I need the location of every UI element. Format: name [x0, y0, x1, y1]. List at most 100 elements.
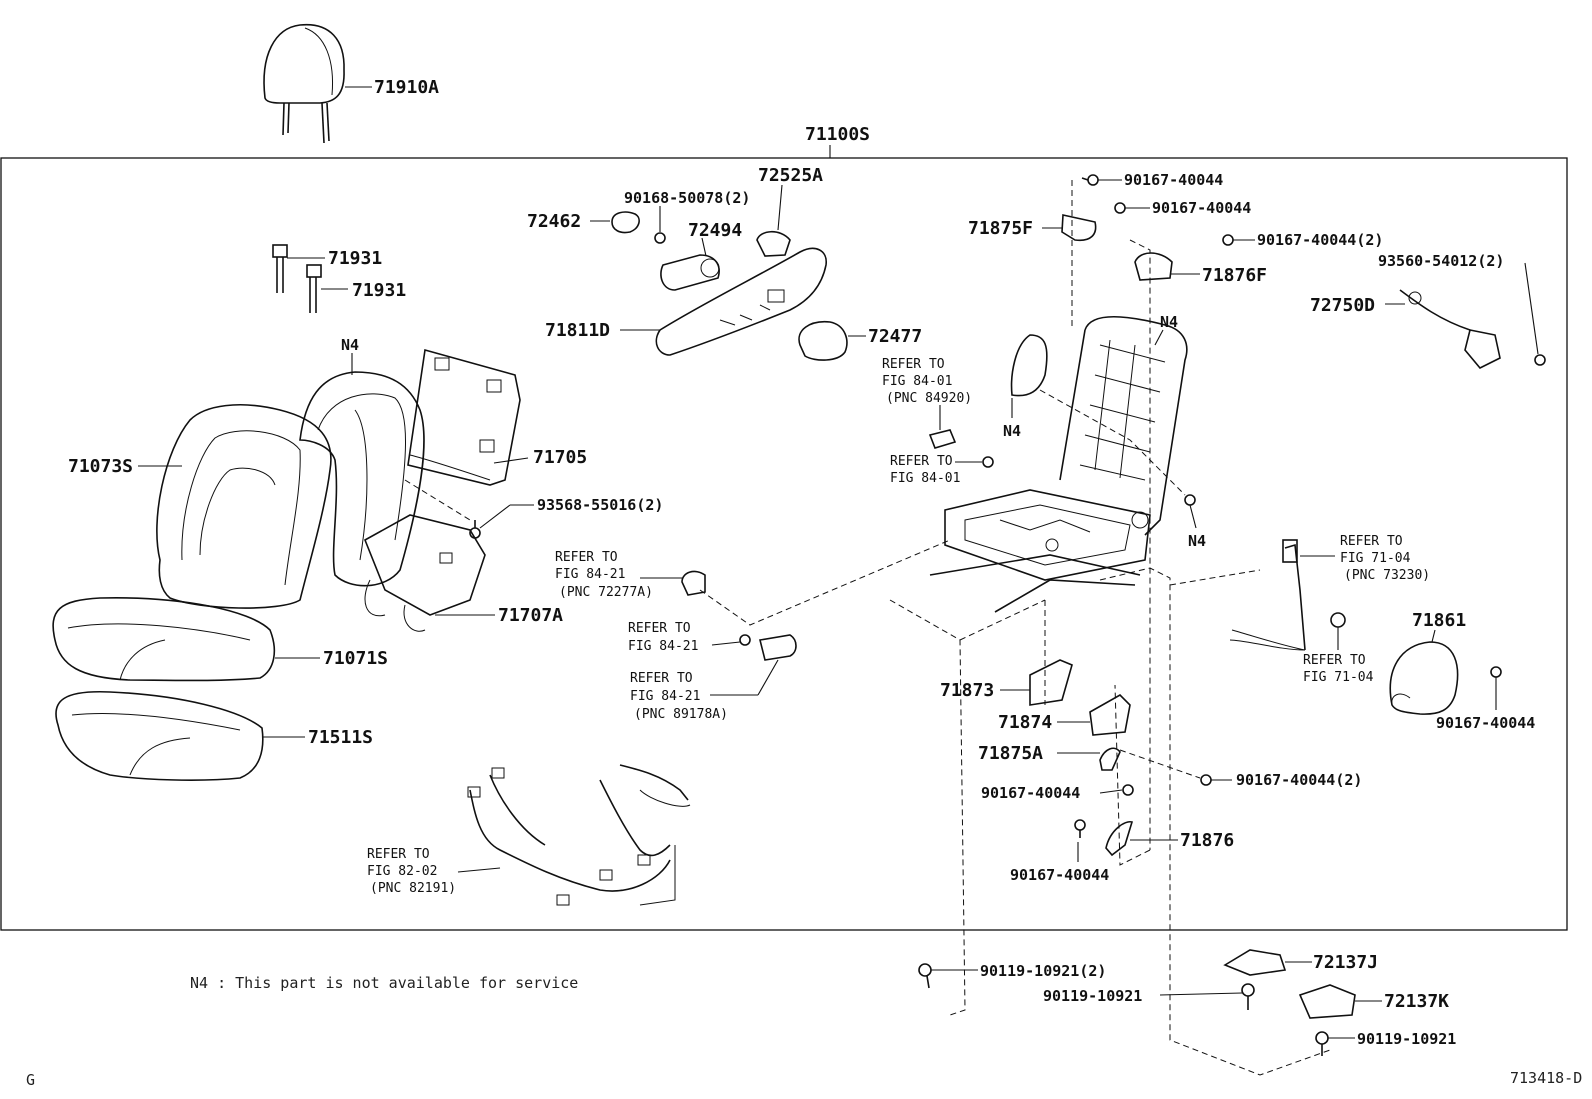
label-71931-a: 71931 — [328, 248, 382, 269]
screw-93560[interactable] — [1534, 354, 1546, 366]
armrest-pad[interactable] — [1010, 334, 1048, 397]
label-90119-b: 90119-10921 — [1043, 987, 1142, 1005]
bracket-71876[interactable] — [1105, 821, 1134, 857]
label-90167-right: 90167-40044 — [1436, 714, 1535, 732]
corner-code-left: G — [26, 1071, 35, 1089]
label-90167-mid1: 90167-40044 — [981, 784, 1080, 802]
label-71873: 71873 — [940, 680, 994, 701]
headrest-71910A[interactable] — [263, 23, 345, 144]
recliner-cover-71811D[interactable] — [655, 247, 827, 356]
clip-72277A[interactable] — [681, 570, 706, 596]
bracket-71875A[interactable] — [1099, 747, 1121, 771]
ref6-line1: REFER TO — [367, 847, 430, 862]
seat-cushion-pad-71511S[interactable] — [55, 690, 264, 781]
label-72137J: 72137J — [1313, 952, 1378, 973]
switch-84920[interactable] — [928, 429, 957, 449]
label-90167-top2: 90167-40044 — [1152, 199, 1251, 217]
label-n4-b: N4 — [1160, 313, 1178, 331]
seat-frame-assembly[interactable] — [929, 316, 1188, 613]
ref5-line2: FIG 84-21 — [630, 689, 700, 704]
screw-84-01[interactable] — [982, 456, 994, 468]
screw-90167-right[interactable] — [1490, 666, 1502, 678]
bolt-90119-b[interactable] — [1241, 983, 1255, 1010]
label-n4-a: N4 — [341, 336, 359, 354]
ref5-line3: (PNC 89178A) — [634, 707, 728, 722]
ref3-line3: (PNC 72277A) — [559, 585, 653, 600]
seatback-board-71705[interactable] — [407, 348, 521, 486]
bolt-84-21[interactable] — [739, 634, 751, 646]
label-90119-c: 90119-10921 — [1357, 1030, 1456, 1048]
ref7-line2: FIG 71-04 — [1340, 551, 1411, 566]
wire-harness-82191[interactable] — [467, 764, 691, 906]
lever-72525A[interactable] — [756, 230, 791, 257]
label-71811D: 71811D — [545, 320, 610, 341]
bracket-71876F[interactable] — [1134, 252, 1173, 281]
label-71073S: 71073S — [68, 456, 133, 477]
dashed-guides — [699, 180, 1331, 1076]
ref3-line2: FIG 84-21 — [555, 567, 625, 582]
bracket-71875F[interactable] — [1061, 214, 1097, 242]
label-93568: 93568-55016(2) — [537, 496, 663, 514]
ref1-line1: REFER TO — [882, 357, 945, 372]
seatback-pad[interactable] — [299, 371, 425, 587]
label-90168: 90168-50078(2) — [624, 189, 750, 207]
cap-72462[interactable] — [611, 211, 640, 234]
fastener-93568[interactable] — [469, 520, 481, 539]
ref6-line2: FIG 82-02 — [367, 864, 437, 879]
seatback-cover-71073S[interactable] — [156, 404, 332, 609]
label-72462: 72462 — [527, 211, 581, 232]
label-72494: 72494 — [688, 220, 742, 241]
assembly-frame — [0, 157, 1568, 931]
label-71705: 71705 — [533, 447, 587, 468]
label-71875A: 71875A — [978, 743, 1043, 764]
bracket-71874[interactable] — [1089, 694, 1131, 736]
bracket-71873[interactable] — [1029, 659, 1073, 706]
headrest-support-71931-b[interactable] — [306, 264, 322, 313]
knob-72494[interactable] — [660, 254, 720, 291]
label-71875F: 71875F — [968, 218, 1033, 239]
label-72137K: 72137K — [1384, 991, 1449, 1012]
bolt-90119-a[interactable] — [918, 963, 932, 989]
ref2-line1: REFER TO — [890, 454, 953, 469]
cover-72137K[interactable] — [1298, 984, 1356, 1019]
label-90119-a: 90119-10921(2) — [980, 962, 1106, 980]
label-71707A: 71707A — [498, 605, 563, 626]
label-90167-top1: 90167-40044 — [1124, 171, 1223, 189]
label-72477: 72477 — [868, 326, 922, 347]
cover-72477[interactable] — [798, 320, 848, 361]
screw-90167-mid1[interactable] — [1122, 784, 1134, 796]
adjuster-72750D[interactable] — [1399, 289, 1501, 369]
ref8-line1: REFER TO — [1303, 653, 1366, 668]
ref1-line3: (PNC 84920) — [886, 391, 972, 406]
label-93560: 93560-54012(2) — [1378, 252, 1504, 270]
screw-90167-low[interactable] — [1074, 819, 1086, 838]
label-71876F: 71876F — [1202, 265, 1267, 286]
screw-90167-mid2[interactable] — [1200, 774, 1212, 786]
label-71861: 71861 — [1412, 610, 1466, 631]
seat-cushion-cover-71071S[interactable] — [52, 597, 276, 682]
seatbelt-buckle[interactable] — [1229, 539, 1306, 651]
label-71100S: 71100S — [805, 124, 870, 145]
label-90167-mid2: 90167-40044(2) — [1236, 771, 1362, 789]
cover-72137J[interactable] — [1223, 949, 1287, 976]
ref4-line1: REFER TO — [628, 621, 691, 636]
label-71931-b: 71931 — [352, 280, 406, 301]
screw-90168[interactable] — [654, 232, 666, 244]
label-71071S: 71071S — [323, 648, 388, 669]
seatback-spring-71707A[interactable] — [363, 514, 486, 632]
bolt-90119-c[interactable] — [1315, 1031, 1329, 1056]
label-71876: 71876 — [1180, 830, 1234, 851]
screw-90167-top2[interactable] — [1114, 202, 1126, 214]
headrest-support-71931-a[interactable] — [272, 244, 288, 293]
label-90167-low: 90167-40044 — [1010, 866, 1109, 884]
sensor-89178A[interactable] — [759, 634, 797, 661]
nut-71-04[interactable] — [1330, 612, 1346, 628]
label-71910A: 71910A — [374, 77, 439, 98]
screw-90167-top1[interactable] — [1081, 174, 1099, 186]
cover-71861[interactable] — [1389, 641, 1459, 715]
label-71874: 71874 — [998, 712, 1052, 733]
screw-90167-top3[interactable] — [1222, 234, 1234, 246]
label-71511S: 71511S — [308, 727, 373, 748]
footnote-n4: N4 : This part is not available for serv… — [190, 974, 578, 992]
